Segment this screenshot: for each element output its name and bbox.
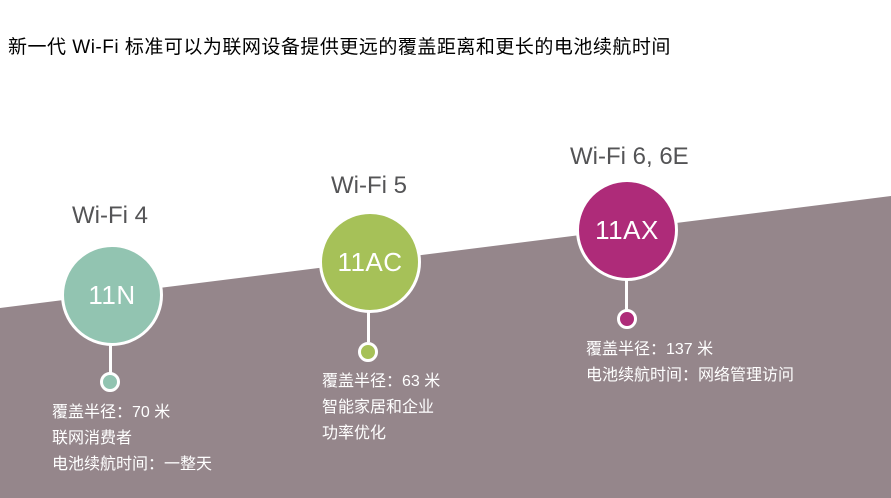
wifi6-connector-line bbox=[625, 279, 628, 310]
wifi6-marker-dot bbox=[617, 309, 637, 329]
wifi6-label: Wi-Fi 6, 6E bbox=[570, 143, 689, 170]
wifi5-power-optimization: 功率优化 bbox=[322, 425, 387, 442]
wifi4-battery-life: 电池续航时间：一整天 bbox=[52, 456, 213, 473]
wifi5-standard: 11AC bbox=[337, 246, 403, 277]
wifi6-battery-life: 电池续航时间：网络管理访问 bbox=[586, 367, 795, 384]
wifi6-bubble: 11AX bbox=[576, 179, 678, 281]
wifi5-connector-line bbox=[367, 311, 370, 342]
wifi4-marker-dot bbox=[100, 372, 120, 392]
wifi5-use-case: 智能家居和企业 bbox=[322, 399, 435, 416]
wifi4-coverage-radius: 覆盖半径：70 米 bbox=[52, 404, 171, 421]
wifi4-details: 覆盖半径：70 米 联网消费者 电池续航时间：一整天 bbox=[52, 400, 212, 478]
wifi5-label: Wi-Fi 5 bbox=[331, 172, 407, 199]
wifi5-details: 覆盖半径：63 米 智能家居和企业 功率优化 bbox=[322, 369, 440, 447]
wifi4-use-case: 联网消费者 bbox=[52, 430, 133, 447]
wifi6-coverage-radius: 覆盖半径：137 米 bbox=[586, 341, 714, 358]
wifi5-coverage-radius: 覆盖半径：63 米 bbox=[322, 373, 441, 390]
wifi4-connector-line bbox=[109, 344, 112, 375]
wifi4-standard: 11N bbox=[88, 279, 136, 310]
wifi5-marker-dot bbox=[358, 342, 378, 362]
wifi4-bubble: 11N bbox=[61, 244, 163, 346]
wifi4-label: Wi-Fi 4 bbox=[72, 202, 148, 229]
wifi6-details: 覆盖半径：137 米 电池续航时间：网络管理访问 bbox=[586, 337, 794, 389]
wifi6-standard: 11AX bbox=[595, 214, 659, 245]
page-title: 新一代 Wi-Fi 标准可以为联网设备提供更远的覆盖距离和更长的电池续航时间 bbox=[8, 37, 671, 58]
wifi5-bubble: 11AC bbox=[319, 211, 421, 313]
